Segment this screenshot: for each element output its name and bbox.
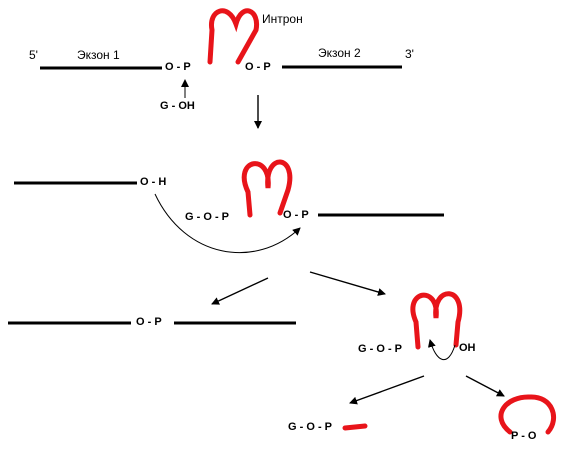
circular-intron bbox=[498, 394, 556, 435]
guanosine-oh: G - OH bbox=[160, 100, 195, 112]
phosphodiester-bond-1: O - P bbox=[165, 61, 191, 73]
phosphodiester-bond-2: O - P bbox=[245, 61, 271, 73]
intron-label: Интрон bbox=[262, 12, 303, 26]
intron-loop-1 bbox=[207, 8, 260, 65]
intron-hydroxyl: OH bbox=[459, 342, 476, 354]
intron-fragment-tail bbox=[342, 423, 368, 431]
arrow-to-ligated-exons bbox=[211, 277, 269, 305]
cyclization-arrow bbox=[427, 339, 456, 360]
exon1-label: Экзон 1 bbox=[77, 48, 120, 62]
five-prime-label: 5' bbox=[29, 48, 38, 62]
ligated-bond: O - P bbox=[136, 316, 162, 328]
guanosine-phosphate-2: G - O - P bbox=[185, 211, 229, 223]
guanosine-phosphate-4: G - O - P bbox=[288, 421, 332, 433]
three-prime-label: 3' bbox=[405, 47, 414, 61]
circular-intron-bond: P - O bbox=[511, 430, 537, 442]
intron-loop-3 bbox=[410, 291, 463, 350]
ligation-attack-arrow bbox=[154, 193, 301, 254]
intron-loop-2 bbox=[241, 159, 293, 218]
arrow-to-circular-intron bbox=[465, 375, 505, 397]
arrow-to-g-fragment bbox=[349, 375, 425, 405]
guanosine-phosphate-3: G - O - P bbox=[358, 343, 402, 355]
arrow-to-released-intron bbox=[309, 271, 386, 296]
phosphodiester-bond-3: O - P bbox=[283, 209, 309, 221]
exon2-label: Экзон 2 bbox=[318, 46, 361, 60]
exon1-hydroxyl: O - H bbox=[140, 176, 167, 188]
